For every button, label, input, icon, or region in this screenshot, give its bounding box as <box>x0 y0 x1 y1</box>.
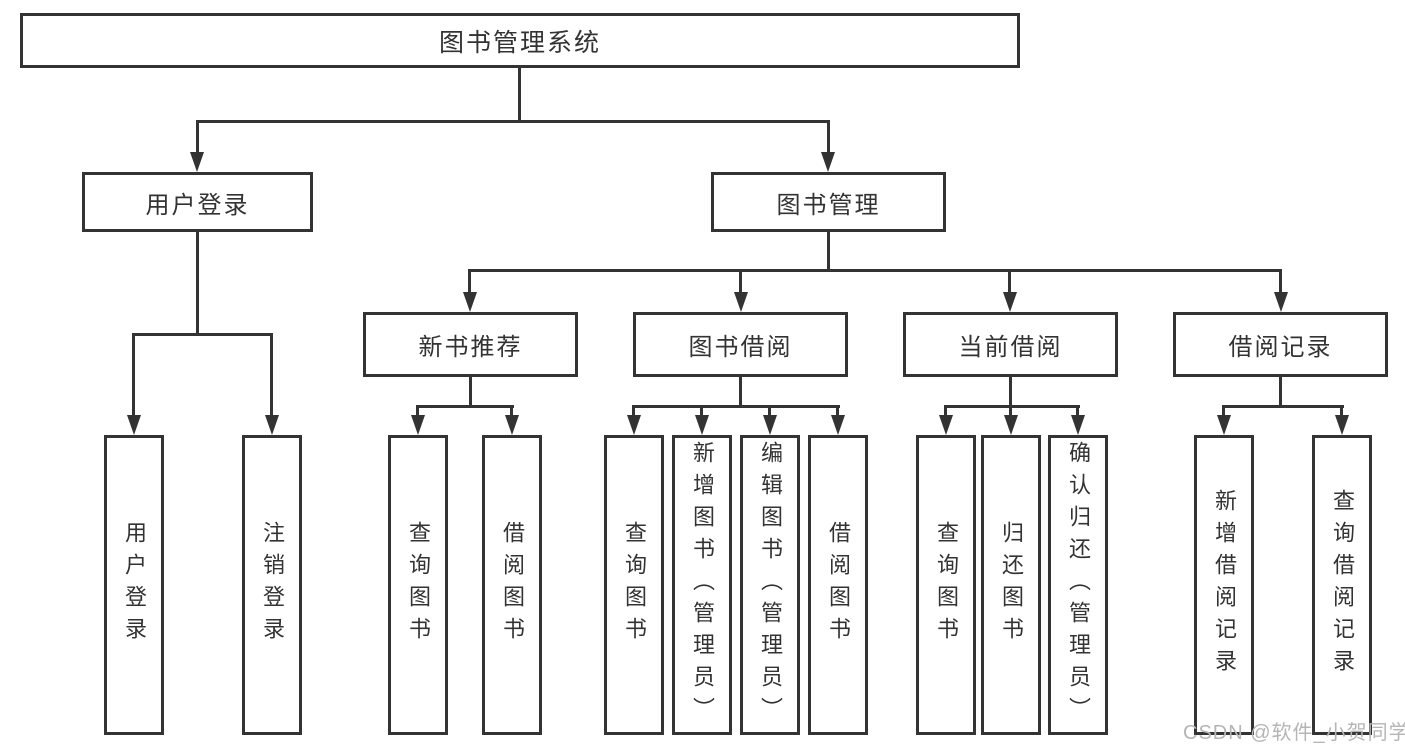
node-new-book-recommendation: 新书推荐 <box>363 312 578 377</box>
connector-to-user-login <box>196 120 199 153</box>
connector-leaf-stub <box>836 405 839 417</box>
connector-leaf-stub <box>768 405 771 417</box>
connector-user-login-split <box>132 333 273 336</box>
connector-leaf-stub <box>632 405 635 417</box>
connector-user-login-stem <box>196 232 199 336</box>
node-book-borrowing: 图书借阅 <box>633 312 848 377</box>
leaf-logout: 注销登录 <box>242 435 302 735</box>
node-label: 用户登录 <box>145 191 250 219</box>
leaf-label: 确认归还（管理员） <box>1066 441 1091 729</box>
connector-book-mgmt-split <box>468 269 1282 272</box>
connector-to-borrowing-records <box>1279 269 1282 292</box>
arrow-down-icon <box>821 152 835 172</box>
arrow-down-icon <box>1003 292 1017 312</box>
node-label: 当前借阅 <box>958 334 1063 361</box>
arrow-down-icon <box>1274 292 1288 312</box>
arrow-down-icon <box>627 415 641 435</box>
leaf-label: 归还图书 <box>999 521 1024 649</box>
node-user-login-branch: 用户登录 <box>82 172 313 232</box>
arrow-down-icon <box>505 415 519 435</box>
connector-to-leaf-user-login <box>132 333 135 415</box>
connector-borrowing-records-split <box>1222 405 1344 408</box>
node-label: 图书管理系统 <box>438 28 601 57</box>
node-label: 图书管理 <box>776 191 881 219</box>
connector-root-stem <box>518 68 521 120</box>
connector-to-new-book <box>468 269 471 292</box>
connector-leaf-stub <box>1076 405 1079 417</box>
connector-new-book-split <box>416 405 514 408</box>
leaf-return-books: 归还图书 <box>981 435 1041 735</box>
node-library-management-system: 图书管理系统 <box>20 13 1020 68</box>
connector-book-mgmt-stem <box>827 232 830 272</box>
leaf-add-borrowing-record: 新增借阅记录 <box>1194 435 1254 735</box>
connector-leaf-stub <box>1222 405 1225 417</box>
connector-new-book-stem <box>469 377 472 408</box>
connector-leaf-stub <box>1009 405 1012 417</box>
arrow-down-icon <box>127 415 141 435</box>
connector-borrowing-records-stem <box>1279 377 1282 408</box>
arrow-down-icon <box>1071 415 1085 435</box>
arrow-down-icon <box>190 152 204 172</box>
arrow-down-icon <box>1004 415 1018 435</box>
node-current-borrowing: 当前借阅 <box>903 312 1118 377</box>
leaf-confirm-return-admin: 确认归还（管理员） <box>1048 435 1108 735</box>
connector-leaf-stub <box>1340 405 1343 417</box>
leaf-label: 借阅图书 <box>500 521 525 649</box>
connector-to-book-management <box>827 120 830 153</box>
leaf-label: 新增借阅记录 <box>1212 489 1237 681</box>
node-label: 图书借阅 <box>688 334 793 361</box>
node-label: 借阅记录 <box>1228 334 1333 361</box>
node-book-management-branch: 图书管理 <box>711 172 946 232</box>
arrow-down-icon <box>763 415 777 435</box>
arrow-down-icon <box>463 292 477 312</box>
connector-current-borrowing-stem <box>1009 377 1012 408</box>
leaf-query-borrowing-record: 查询借阅记录 <box>1312 435 1372 735</box>
leaf-borrow-books-recommend: 借阅图书 <box>482 435 542 735</box>
leaf-label: 用户登录 <box>122 521 147 649</box>
leaf-label: 查询借阅记录 <box>1330 489 1355 681</box>
connector-to-leaf-logout <box>270 333 273 415</box>
arrow-down-icon <box>1217 415 1231 435</box>
leaf-label: 借阅图书 <box>826 521 851 649</box>
arrow-down-icon <box>1335 415 1349 435</box>
leaf-user-login: 用户登录 <box>104 435 164 735</box>
leaf-query-books-current: 查询图书 <box>916 435 976 735</box>
node-borrowing-records: 借阅记录 <box>1173 312 1388 377</box>
connector-book-borrowing-split <box>632 405 840 408</box>
watermark: CSDN @软件_小贺同学 <box>1183 722 1405 744</box>
connector-leaf-stub <box>510 405 513 417</box>
arrow-down-icon <box>734 292 748 312</box>
leaf-add-book-admin: 新增图书（管理员） <box>672 435 732 735</box>
leaf-label: 查询图书 <box>622 521 647 649</box>
leaf-borrow-books: 借阅图书 <box>808 435 868 735</box>
connector-leaf-stub <box>700 405 703 417</box>
arrow-down-icon <box>265 415 279 435</box>
connector-leaf-stub <box>416 405 419 417</box>
leaf-label: 注销登录 <box>260 521 285 649</box>
arrow-down-icon <box>939 415 953 435</box>
arrow-down-icon <box>831 415 845 435</box>
leaf-label: 查询图书 <box>934 521 959 649</box>
connector-leaf-stub <box>944 405 947 417</box>
connector-book-borrowing-stem <box>739 377 742 408</box>
leaf-query-books-recommend: 查询图书 <box>388 435 448 735</box>
arrow-down-icon <box>411 415 425 435</box>
connector-to-book-borrowing <box>739 269 742 292</box>
arrow-down-icon <box>695 415 709 435</box>
connector-root-split <box>196 120 830 123</box>
leaf-label: 新增图书（管理员） <box>690 441 715 729</box>
connector-current-borrowing-split <box>944 405 1080 408</box>
connector-to-current-borrowing <box>1008 269 1011 292</box>
leaf-label: 编辑图书（管理员） <box>758 441 783 729</box>
leaf-label: 查询图书 <box>406 521 431 649</box>
leaf-query-books-borrowing: 查询图书 <box>604 435 664 735</box>
node-label: 新书推荐 <box>418 334 523 361</box>
leaf-edit-book-admin: 编辑图书（管理员） <box>740 435 800 735</box>
